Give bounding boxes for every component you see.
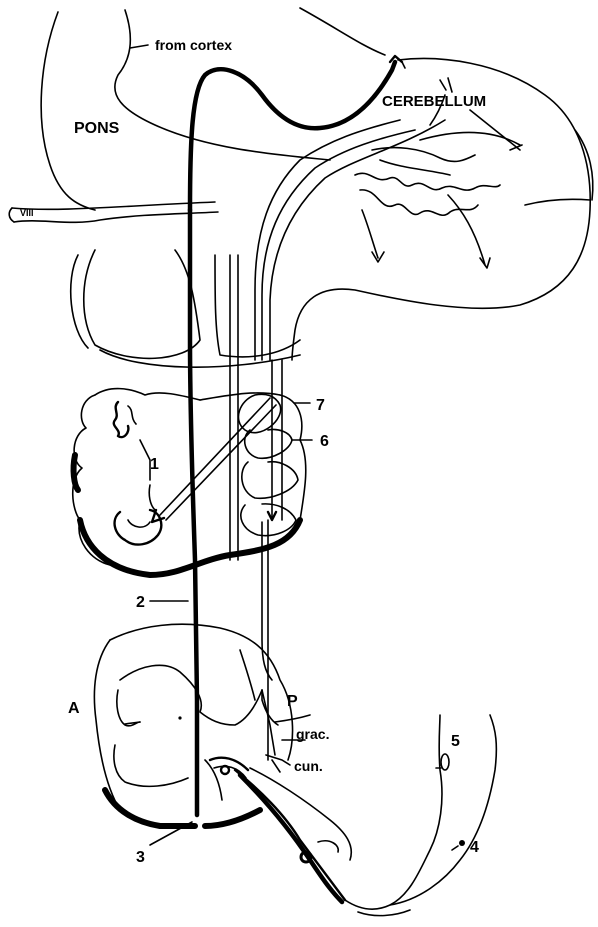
label-cerebellum: CEREBELLUM — [382, 93, 486, 110]
label-cuneatus: cun. — [294, 758, 323, 774]
medulla-outline — [71, 250, 300, 367]
cranial-nerve-viii — [9, 202, 218, 222]
label-1: 1 — [150, 456, 159, 473]
spinal-cord-section — [94, 624, 310, 826]
ascending-tracts — [255, 78, 452, 760]
label-posterior: P — [287, 693, 298, 710]
label-3: 3 — [136, 849, 145, 866]
label-anterior: A — [68, 700, 80, 717]
label-6: 6 — [320, 433, 329, 450]
label-viii: VIII — [20, 208, 34, 218]
label-2: 2 — [136, 594, 145, 611]
label-4: 4 — [470, 839, 479, 856]
label-7: 7 — [316, 397, 325, 414]
label-pons: PONS — [74, 120, 120, 137]
leader-lines — [130, 45, 312, 845]
label-from-cortex: from cortex — [155, 37, 232, 53]
label-gracilis: grac. — [296, 726, 329, 742]
label-5: 5 — [451, 733, 460, 750]
